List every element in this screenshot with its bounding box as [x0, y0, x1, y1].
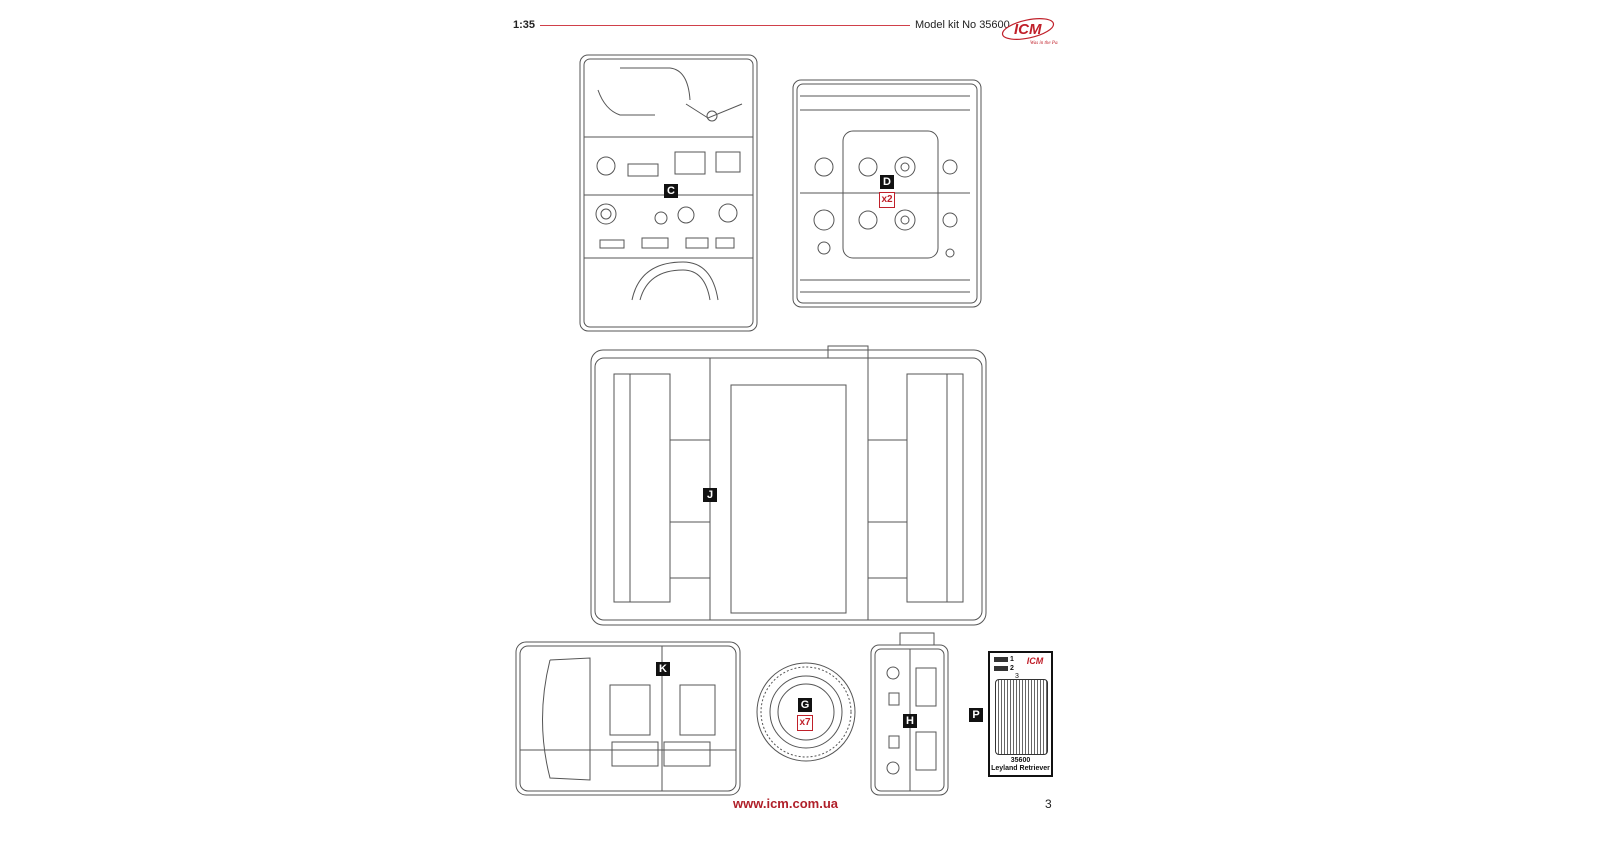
page-number: 3: [1045, 797, 1052, 811]
sprue-k-frame: [515, 641, 741, 796]
sprue-j-label: J: [703, 488, 717, 502]
sprue-c-label: C: [664, 184, 678, 198]
scale-label: 1:35: [513, 19, 536, 31]
sprue-g-multiplier: x7: [797, 715, 813, 731]
sprue-g-label: G: [798, 698, 812, 712]
decal-item-2: 2: [1009, 665, 1014, 672]
icm-logo: ICM Was in the Past: [1001, 18, 1058, 46]
grille-decal: [995, 679, 1048, 755]
sprue-j-frame: [590, 345, 987, 626]
sprue-h-frame: [870, 632, 949, 796]
sprue-d-multiplier: x2: [879, 192, 895, 208]
website-link[interactable]: www.icm.com.ua: [733, 796, 838, 811]
decal-logo: ICM: [1026, 656, 1044, 666]
sprue-d-label: D: [880, 175, 894, 189]
decal-kit-number: 35600: [1010, 757, 1031, 764]
decal-item-3: 3: [1015, 673, 1019, 680]
sprue-h-label: H: [903, 714, 917, 728]
header-divider: [540, 25, 910, 26]
sprue-p-label: P: [969, 708, 983, 722]
svg-text:Was in the Past: Was in the Past: [1030, 41, 1058, 46]
sprue-k-label: K: [656, 662, 670, 676]
decal-item-1: 1: [1009, 656, 1014, 663]
svg-text:ICM: ICM: [1014, 21, 1042, 38]
decal-sheet: 1 2 ICM 3 35600 Leyland Retriever: [988, 651, 1053, 777]
sprue-g-wheel: [756, 662, 856, 762]
decal-kit-name: Leyland Retriever: [991, 765, 1050, 772]
kit-number: Model kit No 35600: [915, 19, 1010, 31]
